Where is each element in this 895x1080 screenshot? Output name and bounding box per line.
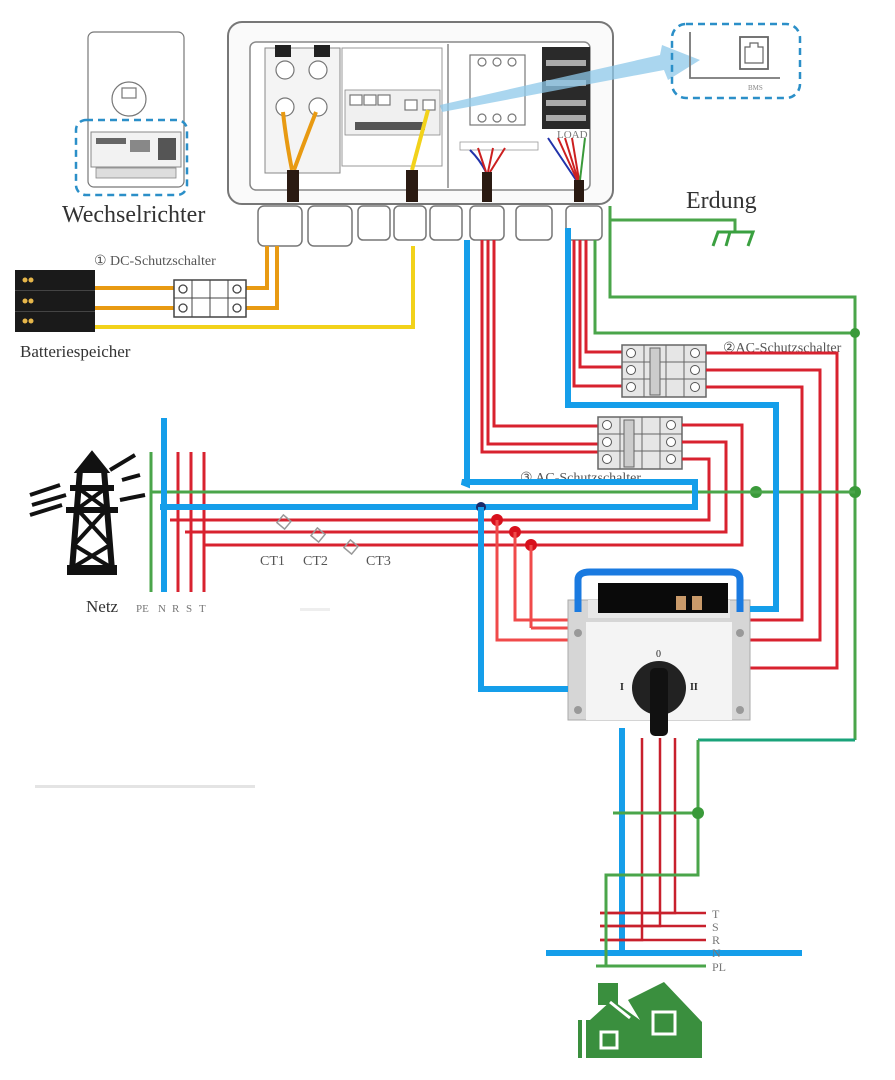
power-pylon-icon xyxy=(29,450,146,575)
house-icon xyxy=(578,982,702,1058)
current-transformers xyxy=(275,513,360,556)
grid-conductor-r: R xyxy=(172,603,180,615)
load-conductor-pl: PL xyxy=(712,960,726,974)
inverter-panel: LOAD xyxy=(227,21,700,247)
bms-callout: BMS xyxy=(670,22,802,100)
switch-position-2: II xyxy=(690,682,698,693)
load-conductor-t: T xyxy=(712,907,720,921)
grid-conductor-s: S xyxy=(186,603,192,615)
grid-conductor-t: T xyxy=(199,603,206,615)
grid-conductor-n: N xyxy=(158,603,166,615)
battery-label: Batteriespeicher xyxy=(20,342,131,361)
ground-symbol-icon xyxy=(711,230,756,247)
ac-breaker-3 xyxy=(597,416,683,470)
load-conductor-s: S xyxy=(712,920,719,934)
battery-stack xyxy=(15,270,95,332)
grounding-label: Erdung xyxy=(686,188,757,214)
grid-conductor-pe: PE xyxy=(136,603,149,615)
dc-breaker xyxy=(173,279,247,318)
switch-position-0: 0 xyxy=(656,649,661,660)
inverter-thumbnail xyxy=(74,31,189,197)
ct1-label: CT1 xyxy=(260,554,285,569)
blurred-text-artifact xyxy=(300,608,330,611)
dc-breaker-label: ① DC-Schutzschalter xyxy=(94,254,216,269)
ac-breaker-2 xyxy=(621,344,707,398)
ct2-label: CT2 xyxy=(303,554,328,569)
inverter-highlight-box xyxy=(74,118,189,197)
bms-pointer-arrow xyxy=(440,45,700,112)
bms-port-label: BMS xyxy=(748,84,763,92)
ct3-label: CT3 xyxy=(366,554,391,569)
load-terminal-label: LOAD xyxy=(557,129,588,141)
transfer-switch[interactable]: 0 I II xyxy=(567,583,751,736)
load-conductor-n: N xyxy=(712,946,721,960)
switch-position-1: I xyxy=(620,682,624,693)
grid-label: Netz xyxy=(86,597,119,616)
blurred-text-artifact xyxy=(35,785,255,788)
inverter-label: Wechselrichter xyxy=(62,202,205,228)
neutral-grid-bus xyxy=(160,240,698,510)
rotary-handle[interactable] xyxy=(650,668,668,736)
neutral-jumper xyxy=(574,568,744,612)
load-conductor-r: R xyxy=(712,933,720,947)
